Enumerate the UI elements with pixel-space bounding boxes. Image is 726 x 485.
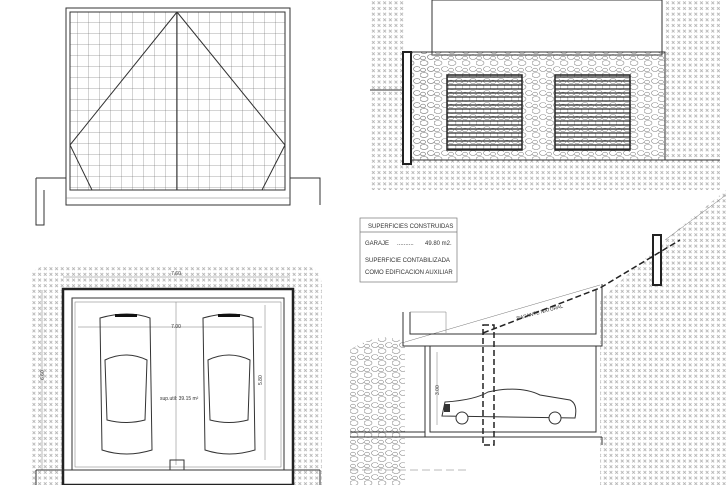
overall-width-dim: 7.60 xyxy=(171,271,181,277)
car-left xyxy=(99,313,153,455)
garage-label: GARAJE xyxy=(365,241,389,247)
note-line-2: COMO EDIFICACION AUXILIAR xyxy=(365,270,453,276)
table-heading: SUPERFICIES CONSTRUIDAS xyxy=(368,224,453,230)
front-elevation xyxy=(370,0,720,190)
inner-depth-dim: 5.80 xyxy=(258,375,264,385)
car-right xyxy=(202,313,256,455)
car-side xyxy=(441,388,577,425)
terrain-label: RASANTE NATURAL xyxy=(516,304,564,322)
roof-plan xyxy=(35,7,321,226)
surface-table: SUPERFICIES CONSTRUIDAS GARAJE .........… xyxy=(359,217,458,283)
garage-door-right xyxy=(554,74,631,151)
overall-depth-dim: 6.60 xyxy=(40,370,46,380)
leader-dots: .......... xyxy=(397,241,414,247)
cross-section: RASANTE NATURAL 3.00 xyxy=(350,190,726,485)
useful-area-label: sup.util: 39.15 m² xyxy=(160,396,199,402)
note-line-1: SUPERFICIE CONTABILIZADA xyxy=(365,258,450,264)
height-dim: 3.00 xyxy=(435,385,441,395)
garage-area: 49.80 m2. xyxy=(425,241,452,247)
inner-width-dim: 7.00 xyxy=(171,324,181,330)
floor-plan: 7.60 7.00 5.80 6.60 sup.util: 39.15 m² xyxy=(30,264,322,485)
garage-door-left xyxy=(446,74,523,151)
